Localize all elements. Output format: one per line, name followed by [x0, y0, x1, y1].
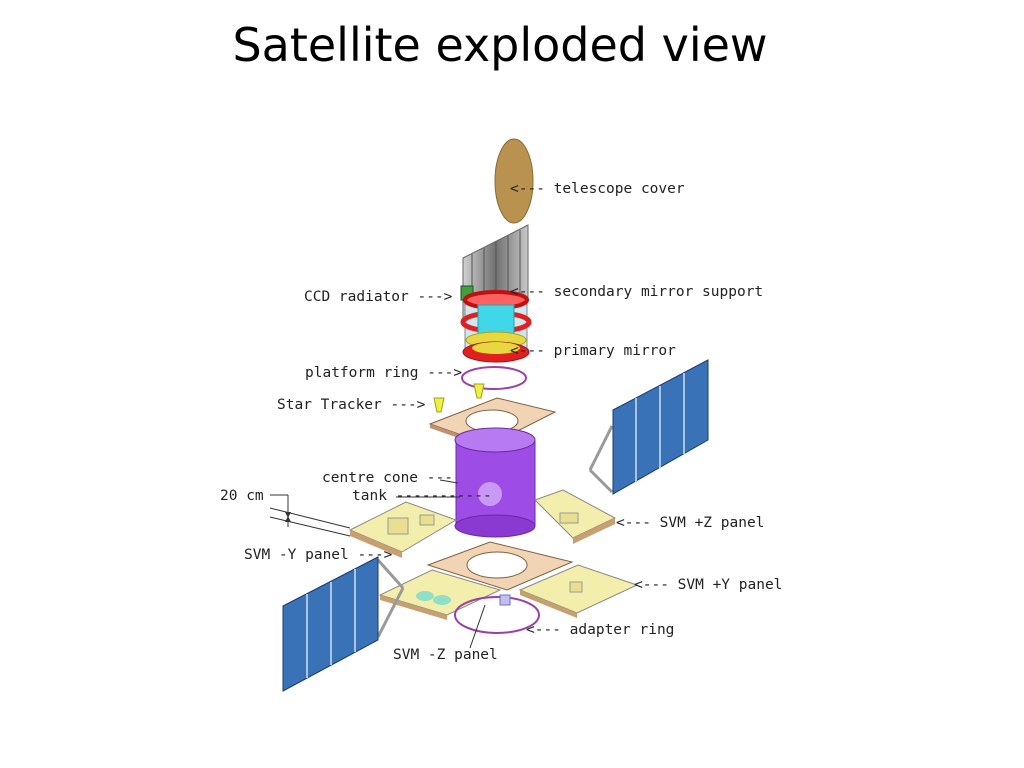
label-star-tracker: Star Tracker --->: [277, 397, 426, 413]
label-dimension: 20 cm: [220, 488, 264, 504]
platform-ring-shape: [461, 366, 527, 390]
svm-plus-z-panel-shape: [534, 489, 617, 544]
telescope-cover-shape: [494, 138, 534, 224]
label-centre-cone: centre cone ---: [322, 470, 453, 486]
svm-minus-z-panel-shape: [378, 569, 502, 620]
page-title: Satellite exploded view: [232, 18, 768, 72]
label-adapter-ring: <--- adapter ring: [526, 622, 674, 638]
dimension-marker: [269, 494, 351, 537]
label-ccd-radiator: CCD radiator --->: [304, 289, 453, 305]
centre-cone-shape: [454, 427, 536, 538]
primary-mirror-shape: [460, 290, 532, 363]
label-telescope-cover: <--- telescope cover: [510, 181, 685, 197]
label-svm-plus-y: <--- SVM +Y panel: [634, 577, 782, 593]
svm-plus-y-panel-shape: [518, 564, 639, 618]
leader-lines: [396, 479, 486, 649]
label-secondary-mirror-support: <--- secondary mirror support: [510, 284, 763, 300]
lower-platform-shape: [426, 541, 574, 591]
label-svm-minus-y: SVM -Y panel --->: [244, 547, 393, 563]
label-tank: tank -----------: [352, 488, 492, 504]
label-svm-plus-z: <--- SVM +Z panel: [616, 515, 764, 531]
star-tracker-shape: [433, 383, 485, 413]
label-primary-mirror: <--- primary mirror: [510, 343, 676, 359]
solar-array-upper: [588, 359, 709, 495]
label-svm-minus-z: SVM -Z panel: [393, 647, 498, 663]
adapter-ring-shape: [454, 596, 540, 634]
solar-array-lower: [282, 556, 405, 692]
svm-minus-y-panel-shape: [348, 501, 458, 558]
label-platform-ring: platform ring --->: [305, 365, 462, 381]
